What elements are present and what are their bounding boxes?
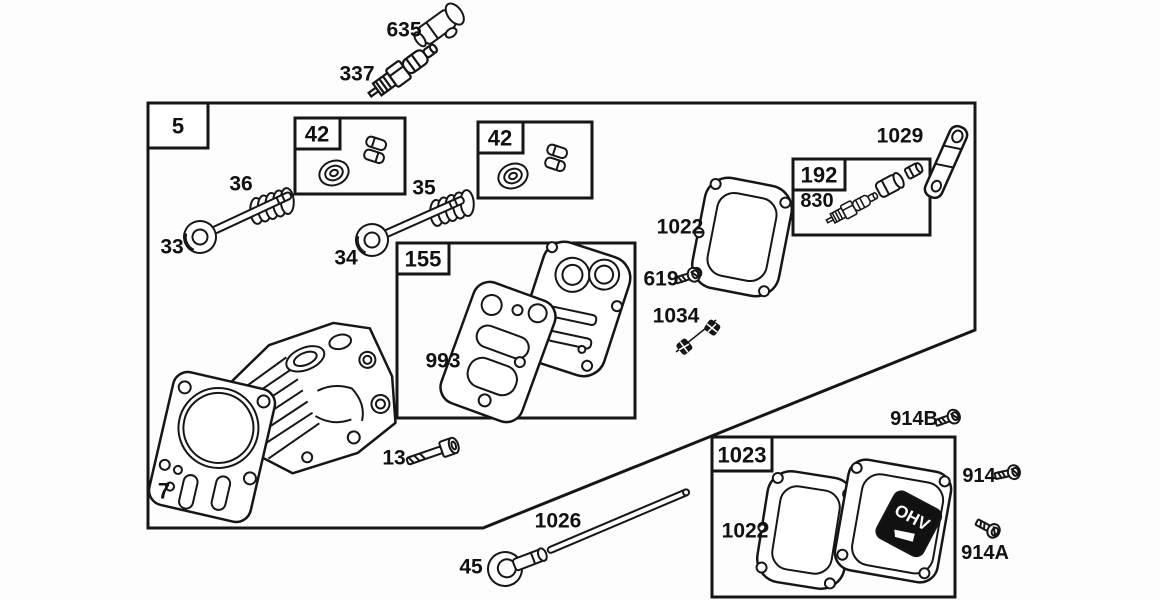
callout-993: 993 [425, 350, 460, 373]
callout-45: 45 [459, 556, 483, 579]
push-rod-1026 [546, 488, 691, 554]
group-5-label: 5 [172, 114, 184, 139]
callout-337: 337 [339, 63, 374, 86]
callout-13: 13 [382, 447, 405, 470]
plug-adapter [874, 172, 905, 198]
screw-914 [992, 463, 1023, 484]
callout-35: 35 [412, 177, 436, 200]
group-42-left: 42 [293, 116, 407, 196]
valve-tappet-45 [487, 547, 548, 587]
callout-830: 830 [800, 190, 833, 212]
plug-terminal-nut [903, 162, 924, 180]
group-192-label: 192 [801, 163, 838, 188]
callout-36: 36 [229, 173, 252, 196]
valve-keepers [541, 142, 572, 174]
group-5-label-box: 5 [146, 101, 210, 150]
callout-619: 619 [643, 268, 678, 291]
spark-plug-boot-635 [413, 2, 465, 48]
group-42-left-label: 42 [305, 122, 329, 147]
spark-plug-337 [362, 37, 444, 105]
valve-keepers [360, 134, 391, 166]
screw-914A [972, 514, 1004, 541]
cylinder-head [227, 321, 397, 475]
callout-914B: 914B [890, 408, 938, 430]
callout-1022-lower: 1022 [722, 520, 769, 543]
callout-1022-upper: 1022 [657, 216, 704, 239]
group-42-right: 42 [476, 120, 594, 200]
callout-7: 7 [158, 479, 170, 504]
group-42-right-label: 42 [488, 126, 512, 151]
valve-cover: OHV [833, 458, 953, 584]
callout-914: 914 [962, 465, 996, 487]
spring-retainer [493, 158, 533, 194]
breather-gasket-993 [439, 280, 557, 424]
callout-635: 635 [386, 19, 421, 42]
callout-33: 33 [160, 236, 183, 259]
group-155-label: 155 [405, 247, 442, 272]
callout-34: 34 [334, 247, 358, 270]
ohv-badge: OHV [875, 490, 943, 558]
callout-1026: 1026 [535, 510, 582, 533]
callout-914A: 914A [961, 542, 1009, 564]
rocker-clip-1034-a [703, 318, 722, 337]
rocker-arm-1029 [923, 124, 969, 200]
badge-logo-mark [894, 529, 915, 542]
head-bolt-13 [405, 436, 460, 466]
spring-retainer [314, 155, 354, 191]
callout-1029: 1029 [877, 125, 924, 148]
group-155: 155 993 [395, 240, 637, 424]
head-gasket-7 [147, 370, 277, 524]
group-1023: 1023 1022 OHV [710, 435, 957, 599]
callout-1034: 1034 [653, 305, 700, 328]
group-192: 192 830 [791, 157, 932, 237]
group-5-outline [146, 101, 977, 530]
group-1023-label: 1023 [718, 443, 767, 468]
